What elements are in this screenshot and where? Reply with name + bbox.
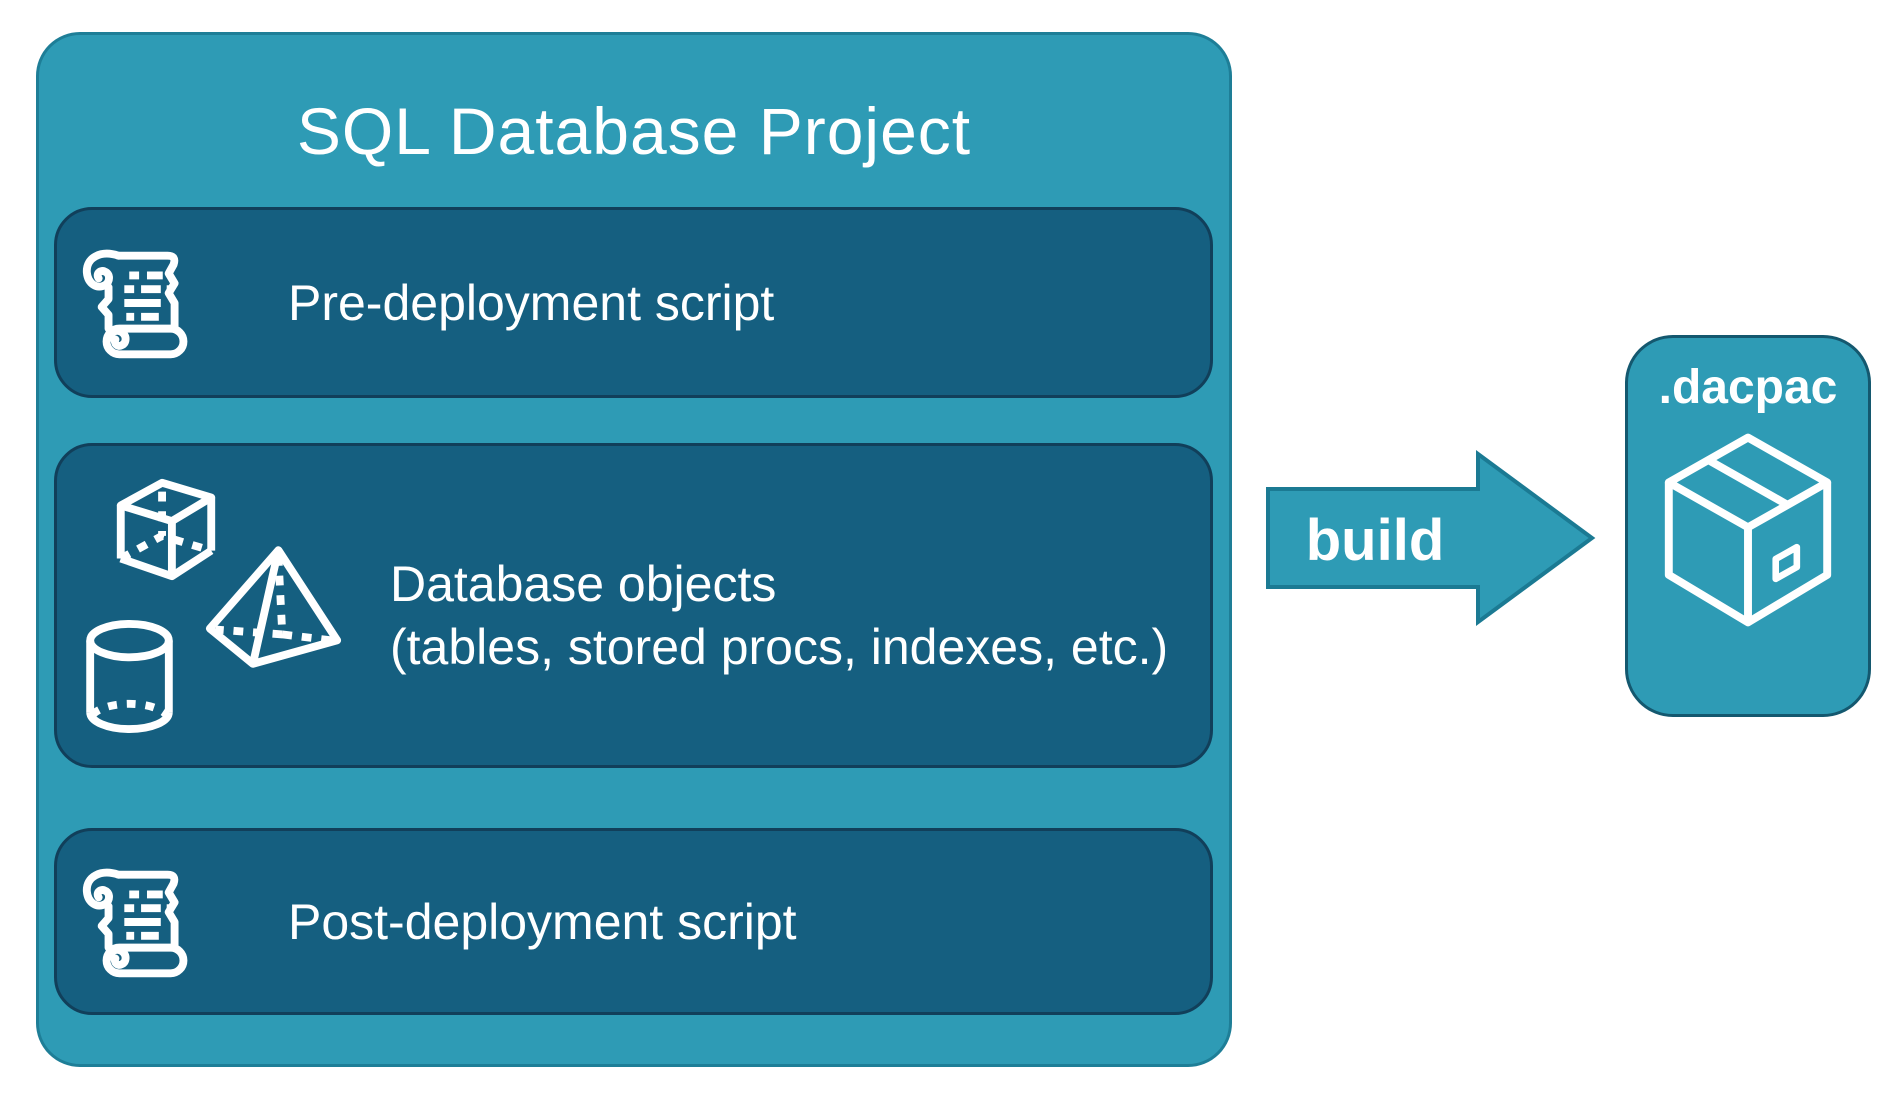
dacpac-label: .dacpac [1658, 361, 1838, 414]
build-label: build [1305, 508, 1445, 573]
post-deployment-label: Post-deployment script [288, 893, 797, 950]
database-objects-row: Database objects (tables, stored procs, … [54, 443, 1213, 768]
dacpac-box: .dacpac [1625, 335, 1871, 717]
cylinder-icon [86, 619, 173, 734]
pyramid-icon [205, 546, 342, 668]
arrow-right-icon [1266, 450, 1596, 626]
build-arrow: build [1266, 450, 1596, 626]
post-deployment-row: Post-deployment script [54, 828, 1213, 1015]
scroll-icon [82, 249, 188, 358]
cube-icon [116, 478, 216, 581]
package-icon [1664, 433, 1832, 627]
sql-project-container: SQL Database Project Pre-deploymen [36, 32, 1232, 1067]
database-objects-label-line2: (tables, stored procs, indexes, etc.) [390, 619, 1169, 675]
database-objects-label: Database objects (tables, stored procs, … [390, 553, 1168, 679]
scroll-icon [82, 868, 188, 977]
database-objects-label-line1: Database objects [390, 556, 777, 612]
pre-deployment-label: Pre-deployment script [288, 274, 775, 331]
page-title: SQL Database Project [296, 94, 972, 168]
pre-deployment-row: Pre-deployment script [54, 207, 1213, 398]
